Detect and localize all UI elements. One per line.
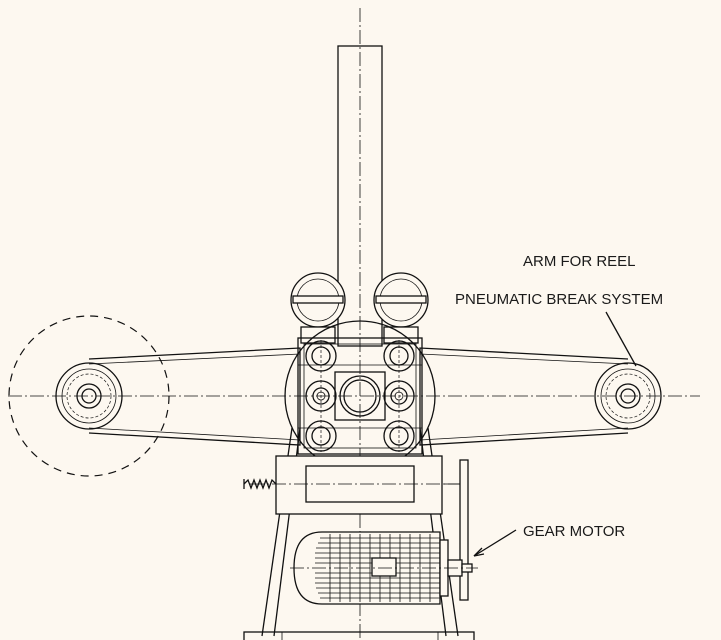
right-arm xyxy=(419,347,662,446)
gear-motor-leader xyxy=(473,529,517,557)
gear-motor xyxy=(290,531,478,605)
left-arm xyxy=(55,347,301,446)
pneumatic-break-leader xyxy=(605,311,637,367)
gearbox xyxy=(243,455,469,601)
label-arm-for-reel: ARM FOR REEL xyxy=(523,253,636,270)
reel-outline-dashed xyxy=(8,315,170,477)
gear-motor-arrowhead xyxy=(473,547,485,557)
mast xyxy=(337,45,383,347)
pneumatic-cylinder-left xyxy=(290,272,346,344)
label-gear-motor: GEAR MOTOR xyxy=(523,523,625,540)
label-pneumatic-break-system: PNEUMATIC BREAK SYSTEM xyxy=(455,291,663,308)
